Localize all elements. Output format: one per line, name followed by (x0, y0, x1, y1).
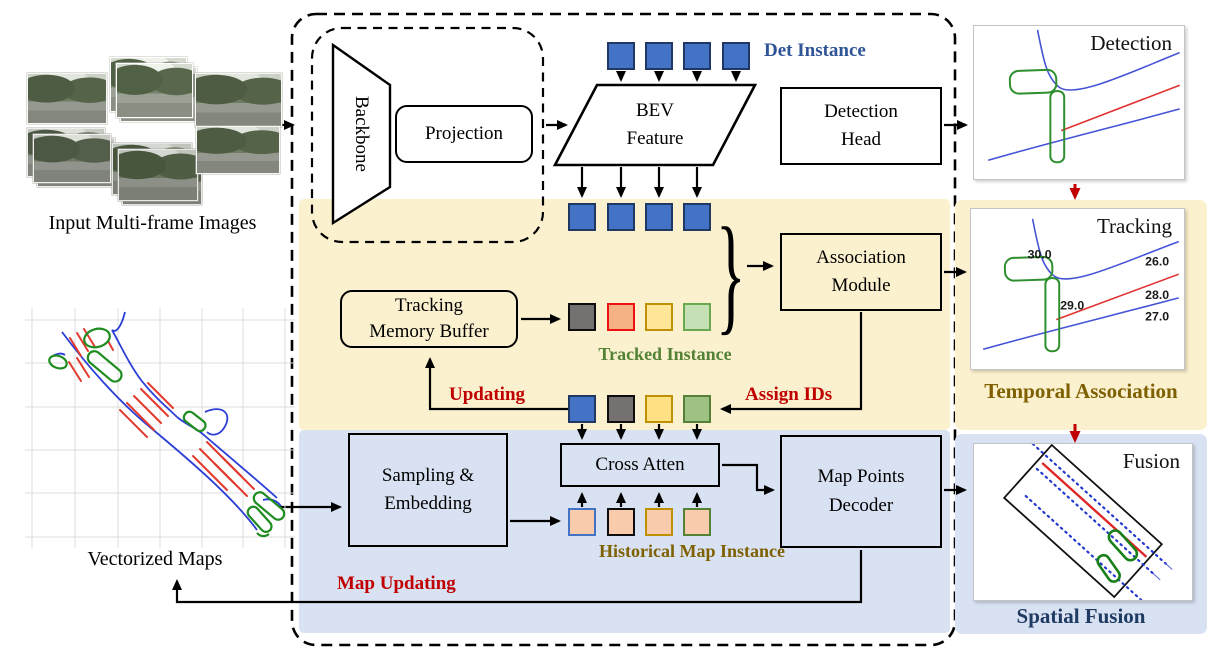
tracked-instance-square (568, 303, 596, 331)
tracking-memory-buffer-box: Tracking Memory Buffer (340, 290, 518, 348)
temporal-association-card: Tracking 30.0 26.0 28.0 27.0 29.0 Tempor… (955, 200, 1207, 430)
decoder-line1: Map Points (817, 466, 905, 487)
sampling-line1: Sampling & (381, 464, 475, 486)
decoder-line2: Decoder (828, 494, 894, 516)
updating-label: Updating (449, 384, 526, 405)
map-crossings (48, 327, 286, 538)
projection-label: Projection (424, 122, 504, 144)
bev-feature-label: BEV Feature (585, 88, 725, 162)
association-line2: Module (831, 275, 891, 296)
cross-atten-label: Cross Atten (595, 453, 685, 475)
map-grid (25, 308, 295, 548)
map-points-decoder-box: Map Points Decoder (780, 435, 942, 548)
tmb-line1: Tracking (395, 295, 463, 317)
bev_out-instance-square (607, 203, 635, 231)
detection-head-line2: Head (840, 129, 882, 150)
assigned-instance-square (607, 395, 635, 423)
assigned-instance-square (645, 395, 673, 423)
bev_out-instance-square (568, 203, 596, 231)
association-module-box: Association Module (780, 233, 942, 311)
bev_out-instance-square (645, 203, 673, 231)
historical-instance-square (568, 508, 596, 536)
track-id-26: 26.0 (1145, 254, 1169, 268)
camera-image (110, 57, 197, 122)
cross-atten-box: Cross Atten (560, 443, 720, 487)
tracking-panel-title: Tracking (1096, 214, 1172, 238)
sampling-embedding-box: Sampling & Embedding (348, 433, 508, 547)
vectorized-map-figure (25, 308, 295, 548)
track-id-27: 27.0 (1145, 310, 1169, 324)
assigned-instance-square (568, 395, 596, 423)
fusion-panel-title: Fusion (1122, 449, 1180, 473)
assign-ids-label: Assign IDs (745, 384, 833, 405)
track-id-28: 28.0 (1145, 288, 1169, 302)
backbone-label: Backbone (351, 96, 372, 172)
tracked-instance-square (607, 303, 635, 331)
spatial-fusion-card: Fusion Spatial Fusion (955, 434, 1207, 634)
tracked-instance-label: Tracked Instance (598, 344, 732, 364)
historical-instance-square (645, 508, 673, 536)
temporal-association-label: Temporal Association (984, 379, 1178, 403)
camera-image (195, 73, 292, 137)
fusion-result-drawing (1002, 444, 1173, 600)
vectorized-maps-caption: Vectorized Maps (87, 548, 223, 570)
map-updating-label: Map Updating (337, 573, 456, 594)
detection-result-drawing (987, 29, 1180, 164)
detection-panel-title: Detection (1090, 31, 1172, 55)
instances-brace: } (716, 202, 746, 349)
historical-instance-square (683, 508, 711, 536)
fusion-result-panel: Fusion (973, 443, 1193, 601)
map-road-boundaries (49, 311, 282, 531)
track-id-30: 30.0 (1028, 247, 1052, 261)
det-instance-square (645, 42, 673, 70)
det-instance-label: Det Instance (764, 40, 866, 61)
input-images-caption: Input Multi-frame Images (48, 212, 257, 234)
spatial-fusion-label: Spatial Fusion (1016, 604, 1146, 628)
det-instance-square (683, 42, 711, 70)
historical-map-instance-label: Historical Map Instance (599, 541, 785, 561)
camera-image (27, 128, 115, 187)
camera-image (112, 143, 202, 205)
camera-image (196, 126, 290, 184)
tracked-instance-square (645, 303, 673, 331)
detection-head-box: Detection Head (780, 87, 942, 165)
det-instance-square (607, 42, 635, 70)
bev-feature-line1: BEV (635, 100, 674, 122)
historical-instance-square (607, 508, 635, 536)
detection-result-panel: Detection (973, 25, 1185, 180)
detection-head-line1: Detection (824, 100, 898, 122)
bev-feature-line2: Feature (626, 128, 684, 149)
tracked-instance-square (683, 303, 711, 331)
camera-image (27, 73, 117, 134)
track-id-29: 29.0 (1060, 299, 1084, 313)
association-line1: Association (816, 246, 906, 268)
bev_out-instance-square (683, 203, 711, 231)
map-lane-dashes (68, 328, 255, 497)
sampling-line2: Embedding (384, 493, 472, 514)
tracking-result-panel: Tracking 30.0 26.0 28.0 27.0 29.0 (970, 208, 1185, 370)
assigned-instance-square (683, 395, 711, 423)
tracking-result-drawing: 30.0 26.0 28.0 27.0 29.0 (982, 218, 1180, 353)
projection-box: Projection (395, 105, 533, 163)
det-instance-square (722, 42, 750, 70)
tmb-line2: Memory Buffer (369, 321, 489, 342)
